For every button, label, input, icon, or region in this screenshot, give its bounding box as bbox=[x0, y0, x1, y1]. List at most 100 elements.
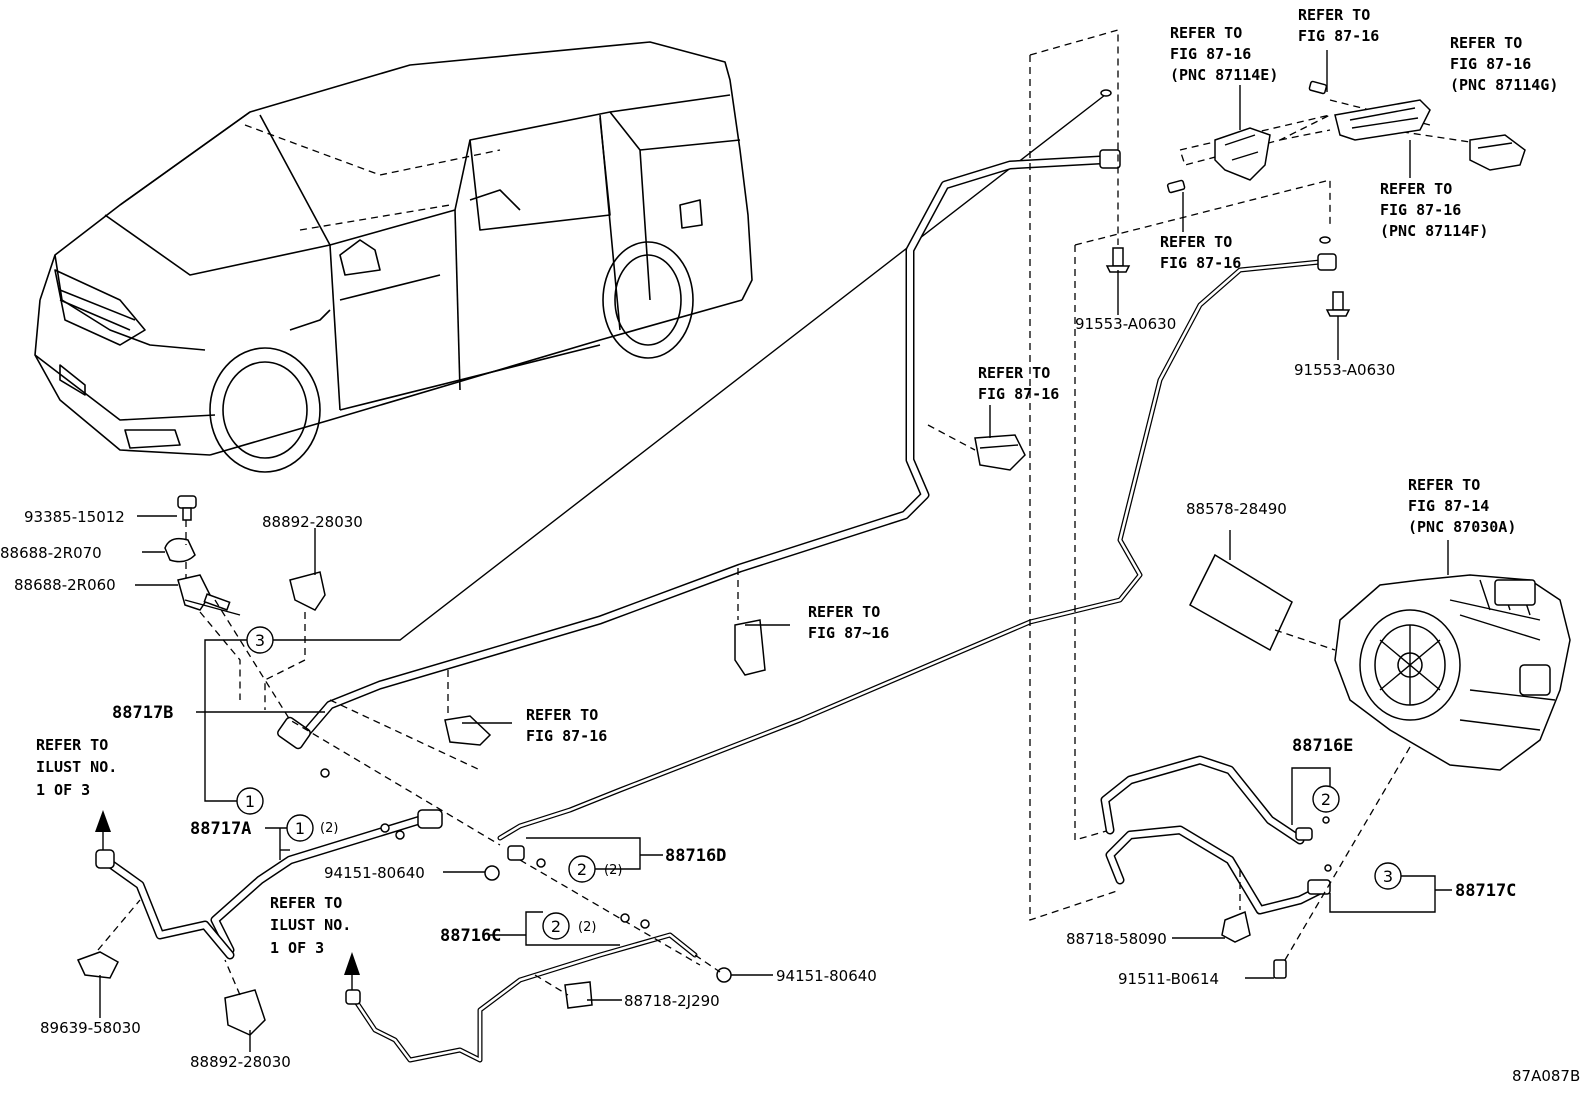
label-88688-2r060: 88688-2R060 bbox=[14, 576, 116, 594]
svg-text:(2): (2) bbox=[604, 863, 622, 878]
svg-text:3: 3 bbox=[1383, 867, 1393, 886]
svg-text:2: 2 bbox=[551, 917, 561, 936]
bolt-top bbox=[1308, 80, 1328, 95]
callout-refer-87114g: REFER TO FIG 87-16 (PNC 87114G) bbox=[1450, 34, 1558, 94]
svg-text:REFER TO: REFER TO bbox=[1160, 233, 1232, 251]
callout-refer-87030a: REFER TO FIG 87-14 (PNC 87030A) bbox=[1408, 476, 1516, 536]
arrow-head-left bbox=[95, 810, 111, 832]
clamp-center-right bbox=[974, 434, 1026, 471]
label-88578-28490: 88578-28490 bbox=[1186, 500, 1287, 518]
bracket-center bbox=[1334, 99, 1431, 141]
pipe-88717b bbox=[277, 149, 1121, 778]
callout-refer-ilust-left: REFER TO ILUST NO. 1 OF 3 bbox=[36, 736, 117, 799]
svg-text:1: 1 bbox=[295, 819, 305, 838]
label-88716e: 88716E bbox=[1292, 736, 1353, 756]
svg-text:FIG 87~16: FIG 87~16 bbox=[808, 624, 889, 642]
nut-94151-a bbox=[484, 865, 500, 881]
clamp-88718-2j290 bbox=[564, 981, 593, 1009]
label-88717a: 88717A bbox=[190, 819, 251, 839]
figure-code: 87A087B bbox=[1512, 1067, 1580, 1085]
svg-text:FIG 87-16: FIG 87-16 bbox=[1380, 201, 1461, 219]
frame-dashed-right bbox=[1029, 29, 1121, 921]
bolt-93385 bbox=[177, 495, 197, 521]
label-88717c: 88717C bbox=[1455, 881, 1516, 901]
callout-refer-mid1: REFER TO FIG 87~16 bbox=[808, 603, 889, 642]
label-88718-58090: 88718-58090 bbox=[1066, 930, 1167, 948]
svg-text:FIG 87-14: FIG 87-14 bbox=[1408, 497, 1489, 515]
label-88688-2r070: 88688-2R070 bbox=[0, 544, 102, 562]
svg-text:1 OF 3: 1 OF 3 bbox=[36, 781, 90, 799]
bracket-88717a bbox=[265, 827, 287, 860]
pipe-88716e bbox=[1100, 755, 1305, 845]
svg-text:REFER TO: REFER TO bbox=[1450, 34, 1522, 52]
svg-text:REFER TO: REFER TO bbox=[1380, 180, 1452, 198]
svg-text:REFER TO: REFER TO bbox=[36, 736, 108, 754]
label-88892-28030-bot: 88892-28030 bbox=[190, 1053, 291, 1071]
callout-refer-mid2: REFER TO FIG 87-16 bbox=[526, 706, 607, 745]
clamp-88892-bot bbox=[224, 989, 266, 1036]
label-88716c: 88716C bbox=[440, 926, 501, 946]
label-91553-a0630-a: 91553-A0630 bbox=[1075, 315, 1176, 333]
label-88718-2j290: 88718-2J290 bbox=[624, 992, 720, 1010]
marker-1-88717a: 1 (2) bbox=[286, 814, 338, 842]
clamp-89639 bbox=[76, 951, 119, 979]
svg-text:FIG 87-16: FIG 87-16 bbox=[1160, 254, 1241, 272]
svg-text:REFER TO: REFER TO bbox=[808, 603, 880, 621]
clip-88688-2r070 bbox=[164, 537, 196, 563]
label-94151-80640-b: 94151-80640 bbox=[776, 967, 877, 985]
clamp-88892-top bbox=[289, 571, 326, 611]
clamp-mid1 bbox=[734, 619, 766, 676]
marker-2-88716e: 2 bbox=[1312, 785, 1340, 813]
svg-text:(PNC 87114F): (PNC 87114F) bbox=[1380, 222, 1488, 240]
svg-text:REFER TO: REFER TO bbox=[270, 894, 342, 912]
pipe-left-lower bbox=[95, 849, 235, 960]
svg-text:3: 3 bbox=[255, 631, 265, 650]
svg-text:REFER TO: REFER TO bbox=[1170, 24, 1242, 42]
clamp-mid2 bbox=[444, 715, 492, 746]
svg-text:FIG 87-16: FIG 87-16 bbox=[1450, 55, 1531, 73]
svg-text:1: 1 bbox=[245, 792, 255, 811]
label-89639-58030: 89639-58030 bbox=[40, 1019, 141, 1037]
svg-text:(PNC 87030A): (PNC 87030A) bbox=[1408, 518, 1516, 536]
svg-text:(2): (2) bbox=[578, 920, 596, 935]
bolt-91511 bbox=[1273, 959, 1287, 979]
callout-refer-87114f: REFER TO FIG 87-16 (PNC 87114F) bbox=[1380, 180, 1488, 240]
svg-text:ILUST NO.: ILUST NO. bbox=[270, 916, 351, 934]
marker-3-left: 3 bbox=[246, 626, 274, 654]
vehicle-illustration bbox=[34, 41, 753, 473]
svg-text:1 OF 3: 1 OF 3 bbox=[270, 939, 324, 957]
svg-text:FIG 87-16: FIG 87-16 bbox=[978, 385, 1059, 403]
label-91511-b0614: 91511-B0614 bbox=[1118, 970, 1219, 988]
callout-refer-87114e: REFER TO FIG 87-16 (PNC 87114E) bbox=[1170, 24, 1278, 84]
pipe-88717c bbox=[1105, 825, 1331, 915]
svg-text:2: 2 bbox=[1321, 790, 1331, 809]
clamp-88718-58090 bbox=[1221, 910, 1251, 943]
pipe-88716c bbox=[352, 932, 698, 1063]
leader-line-long bbox=[265, 94, 1106, 641]
bolt-91553-b bbox=[1325, 291, 1351, 317]
label-88717b: 88717B bbox=[112, 703, 173, 723]
svg-text:REFER TO: REFER TO bbox=[526, 706, 598, 724]
bolt-91553-a bbox=[1105, 247, 1131, 273]
svg-text:FIG 87-16: FIG 87-16 bbox=[526, 727, 607, 745]
label-93385-15012: 93385-15012 bbox=[24, 508, 125, 526]
svg-text:REFER TO: REFER TO bbox=[1408, 476, 1480, 494]
bracket-88688-2r060 bbox=[177, 574, 241, 616]
callout-refer-bolt-mid: REFER TO FIG 87-16 bbox=[1160, 233, 1241, 272]
svg-text:FIG 87-16: FIG 87-16 bbox=[1170, 45, 1251, 63]
marker-3-88717c: 3 bbox=[1374, 862, 1402, 890]
svg-text:FIG 87-16: FIG 87-16 bbox=[1298, 27, 1379, 45]
oring-top bbox=[1100, 89, 1112, 97]
label-88892-28030-top: 88892-28030 bbox=[262, 513, 363, 531]
marker-2-88716c: 2 (2) bbox=[542, 912, 596, 940]
bolt-mid bbox=[1166, 179, 1186, 194]
blower-unit bbox=[1334, 574, 1571, 771]
svg-text:ILUST NO.: ILUST NO. bbox=[36, 758, 117, 776]
label-91553-a0630-b: 91553-A0630 bbox=[1294, 361, 1395, 379]
bracket-87114e bbox=[1214, 127, 1271, 181]
arrow-head-center bbox=[344, 952, 360, 975]
sheet-88578 bbox=[1189, 553, 1293, 652]
svg-text:(2): (2) bbox=[320, 821, 338, 836]
